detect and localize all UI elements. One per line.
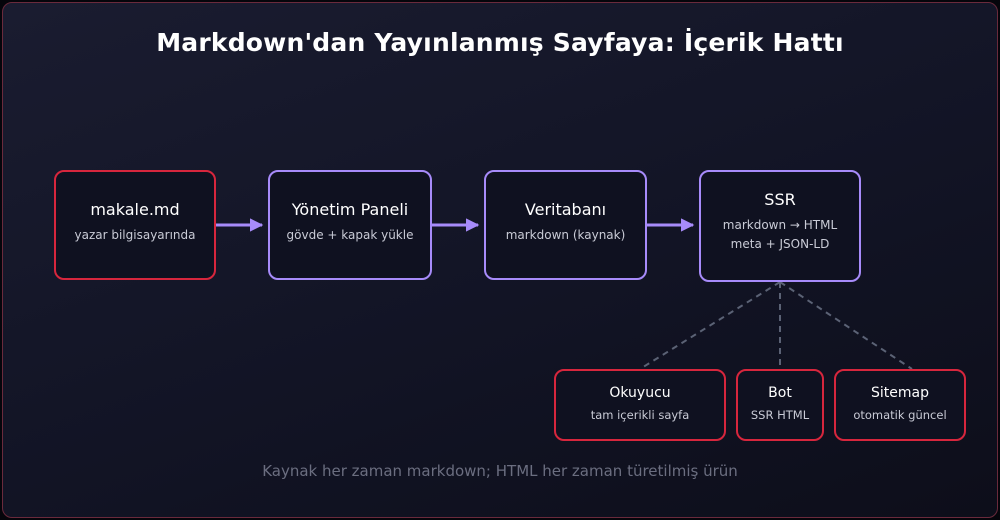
node-panel-name: Yönetim Paneli xyxy=(291,200,409,219)
dashed-ssr-to-okuyucu xyxy=(639,281,781,370)
node-bot-sub: SSR HTML xyxy=(750,408,810,422)
node-yonetim-paneli: Yönetim Paneli gövde + kapak yükle xyxy=(268,170,432,280)
node-ssr: SSR markdown → HTML meta + JSON-LD xyxy=(699,170,861,282)
node-okuyucu-name: Okuyucu xyxy=(609,385,671,401)
footer-note: Kaynak her zaman markdown; HTML her zama… xyxy=(262,462,738,480)
node-db-sub: markdown (kaynak) xyxy=(505,228,626,242)
node-bot: Bot SSR HTML xyxy=(736,369,824,441)
node-ssr-sub-1: markdown → HTML xyxy=(722,218,838,232)
node-okuyucu: Okuyucu tam içerikli sayfa xyxy=(554,369,726,441)
dashed-ssr-to-sitemap xyxy=(779,281,913,370)
node-panel-sub: gövde + kapak yükle xyxy=(286,228,414,242)
diagram-title: Markdown'dan Yayınlanmış Sayfaya: İçerik… xyxy=(156,28,844,57)
node-sitemap-sub: otomatik güncel xyxy=(853,408,947,422)
node-db-name: Veritabanı xyxy=(524,200,607,219)
node-veritabani: Veritabanı markdown (kaynak) xyxy=(484,170,647,280)
node-ssr-sub-2: meta + JSON-LD xyxy=(730,237,830,251)
node-sitemap-name: Sitemap xyxy=(871,385,929,401)
node-bot-name: Bot xyxy=(768,385,792,401)
output-links xyxy=(639,281,913,370)
node-makale-md: makale.md yazar bilgisayarında xyxy=(54,170,216,280)
node-sitemap: Sitemap otomatik güncel xyxy=(834,369,966,441)
node-makale-name: makale.md xyxy=(90,200,180,219)
node-okuyucu-sub: tam içerikli sayfa xyxy=(590,408,690,422)
node-ssr-name: SSR xyxy=(764,190,796,209)
node-makale-sub: yazar bilgisayarında xyxy=(74,228,196,242)
